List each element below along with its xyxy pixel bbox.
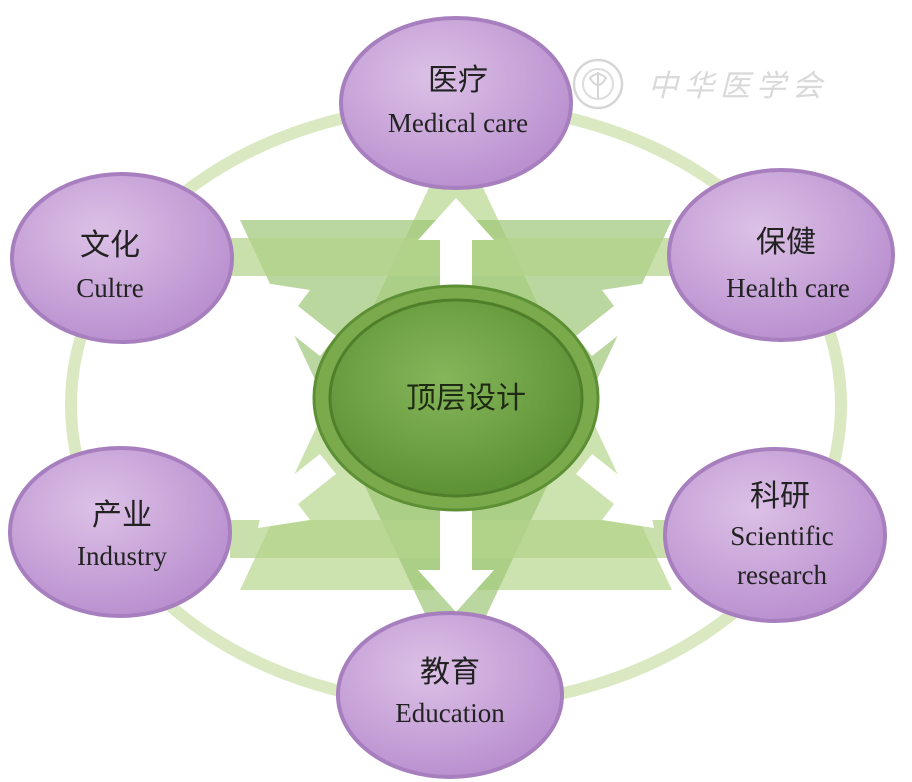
watermark: 中华医学会 xyxy=(572,58,828,110)
node-en-label: Education xyxy=(395,698,505,728)
cma-seal-icon xyxy=(572,58,624,110)
arrows xyxy=(258,198,654,612)
node-culture: 文化 Cultre xyxy=(10,172,234,344)
node-en-label: Medical care xyxy=(388,108,528,138)
center-node: 顶层设计 xyxy=(312,284,600,512)
watermark-text: 中华医学会 xyxy=(648,69,828,104)
arrow-down xyxy=(418,510,494,612)
node-en-label-line2: research xyxy=(737,560,827,590)
arrow-up xyxy=(418,198,494,300)
arrow-upper-right xyxy=(576,282,654,356)
node-zh-label: 保健 xyxy=(756,225,816,260)
node-en-label: Health care xyxy=(726,273,850,303)
node-zh-label: 文化 xyxy=(80,228,140,263)
node-zh-label: 教育 xyxy=(420,655,480,690)
node-zh-label: 科研 xyxy=(750,479,810,514)
node-en-label: Industry xyxy=(77,541,167,571)
node-zh-label: 产业 xyxy=(92,498,152,533)
node-scientific-research: 科研 Scientific research xyxy=(663,447,887,623)
arrow-lower-left xyxy=(258,454,336,528)
node-en-label: Cultre xyxy=(76,273,144,303)
node-health-care: 保健 Health care xyxy=(667,168,895,342)
arrow-lower-right xyxy=(576,454,654,528)
node-industry: 产业 Industry xyxy=(8,446,232,618)
node-zh-label: 医疗 xyxy=(428,63,488,98)
center-label: 顶层设计 xyxy=(406,381,526,416)
arrow-upper-left xyxy=(258,282,336,356)
node-medical-care: 医疗 Medical care xyxy=(339,16,573,190)
node-education: 教育 Education xyxy=(336,611,564,779)
node-en-label: Scientific xyxy=(730,521,833,551)
